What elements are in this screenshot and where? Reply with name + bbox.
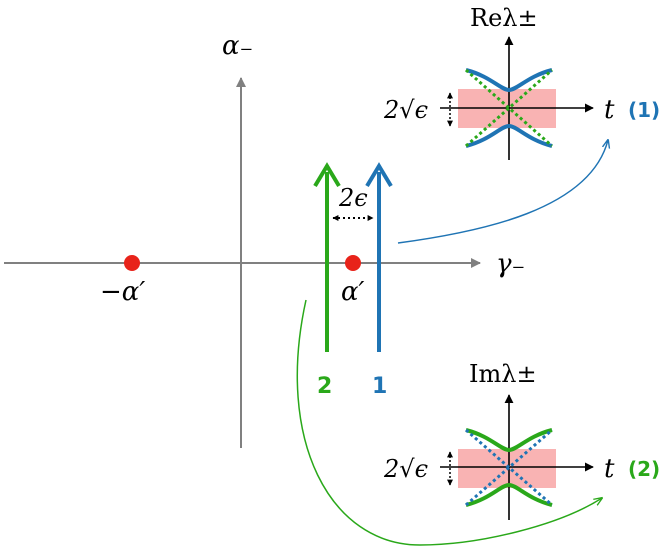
inset-re-upper-curve [465, 68, 553, 93]
inset-re-dotted-line-a [465, 68, 553, 148]
inset-im-title: Imλ± [469, 360, 537, 388]
inset-im-lower-curve [465, 482, 553, 507]
point-neg-alpha-prime [124, 255, 140, 271]
horizontal-axis-label: γ₋ [496, 249, 525, 279]
path-2: 2 [313, 162, 341, 399]
inset-re-tag: (1) [628, 98, 660, 122]
inset-re-title: Reλ± [470, 4, 538, 32]
inset-im-gap-label: 2√ϵ [383, 455, 428, 483]
point-label-alpha-prime: α′ [341, 277, 365, 307]
path-1-label: 1 [372, 374, 387, 399]
inset-re: Reλ± 2√ϵ t (1) [383, 4, 660, 160]
vertical-axis-label: α₋ [222, 31, 253, 61]
points: −α′ α′ [100, 255, 365, 307]
path-2-label: 2 [317, 374, 332, 399]
path-1: 1 [365, 162, 393, 399]
inset-re-gap-label: 2√ϵ [383, 96, 428, 124]
separation-label: 2ϵ [338, 184, 368, 212]
inset-im-upper-curve [465, 428, 553, 453]
curved-arrow-icon [397, 140, 608, 244]
inset-re-lower-curve [465, 123, 553, 148]
main-axes: α₋ γ₋ [4, 31, 525, 448]
arrow-head-icon [313, 162, 341, 188]
inset-im-tag: (2) [628, 457, 660, 481]
curved-arrow-icon [296, 299, 602, 546]
inset-im-dotted-line-b [465, 428, 553, 507]
inset-im-x-label: t [604, 454, 615, 484]
arrow-head-icon [365, 162, 393, 188]
separation-marker: 2ϵ [332, 184, 374, 221]
point-alpha-prime [345, 255, 361, 271]
inset-im: Imλ± 2√ϵ t (2) [383, 360, 660, 520]
inset-im-dotted-line-a [465, 428, 553, 507]
inset-re-dotted-line-b [465, 68, 553, 148]
inset-re-x-label: t [604, 95, 615, 125]
point-label-neg-alpha-prime: −α′ [100, 277, 145, 307]
